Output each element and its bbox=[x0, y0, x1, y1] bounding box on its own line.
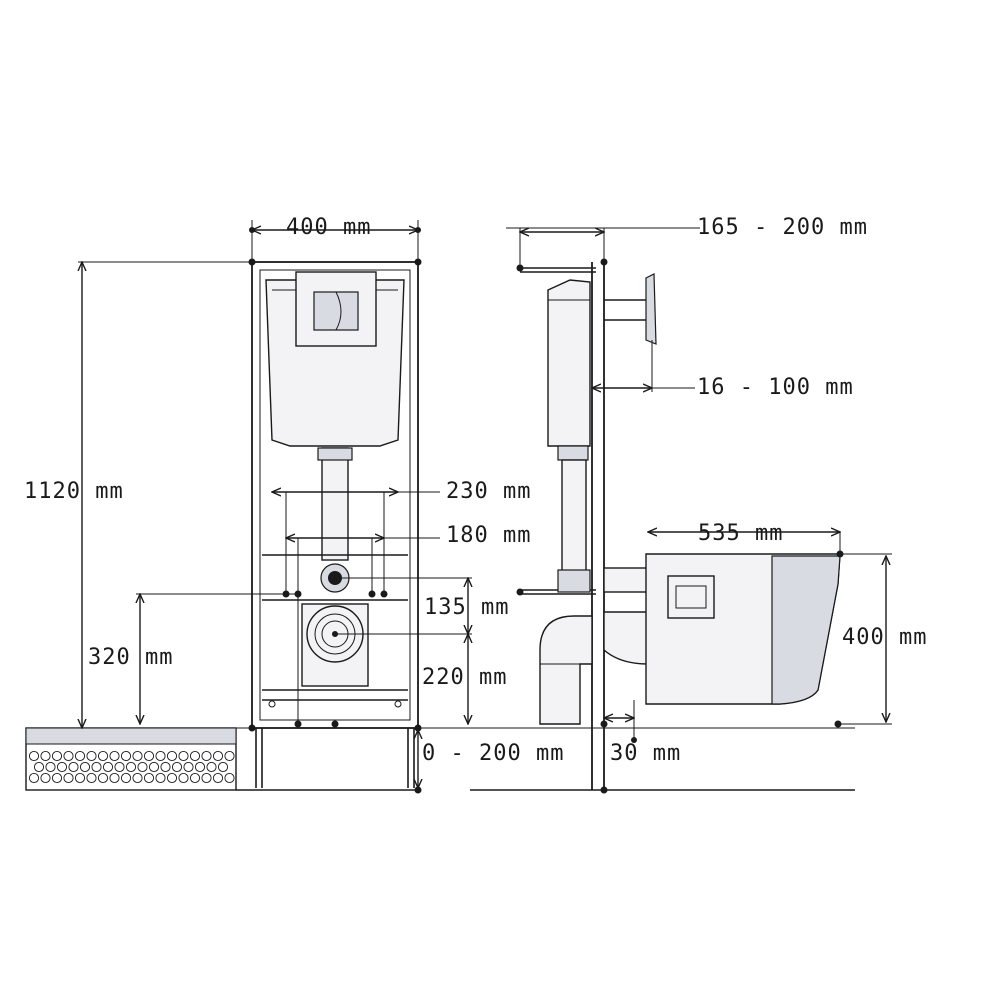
gravel-stone bbox=[224, 772, 235, 784]
floor-gravel-pattern bbox=[28, 750, 235, 784]
gravel-stone bbox=[132, 772, 143, 784]
gravel-stone bbox=[212, 772, 224, 784]
label-inlet-offset: 135 mm bbox=[424, 595, 509, 620]
label-fixing-outer: 230 mm bbox=[446, 479, 531, 504]
gravel-stone bbox=[40, 750, 51, 762]
gravel-stone bbox=[189, 772, 201, 784]
gravel-stone bbox=[63, 772, 74, 784]
gravel-stone bbox=[201, 750, 212, 762]
gravel-stone bbox=[51, 750, 63, 762]
side-frame bbox=[520, 262, 841, 790]
gravel-stone bbox=[143, 772, 155, 784]
gravel-stone bbox=[148, 761, 160, 773]
gravel-stone bbox=[120, 750, 132, 762]
gravel-stone bbox=[166, 750, 178, 762]
dimension-lines bbox=[78, 220, 892, 790]
gravel-stone bbox=[40, 772, 51, 784]
gravel-stone bbox=[120, 772, 132, 784]
gravel-stone bbox=[56, 761, 68, 773]
gravel-stone bbox=[125, 761, 137, 773]
gravel-stone bbox=[137, 761, 148, 773]
gravel-stone bbox=[86, 772, 97, 784]
gravel-stone bbox=[33, 761, 45, 773]
gravel-stone bbox=[178, 772, 189, 784]
label-total-height: 1120 mm bbox=[24, 479, 124, 504]
gravel-stone bbox=[91, 761, 102, 773]
label-fixing-inner: 180 mm bbox=[446, 523, 531, 548]
label-wall-depth: 165 - 200 mm bbox=[697, 215, 868, 240]
gravel-stone bbox=[155, 772, 166, 784]
gravel-stone bbox=[97, 772, 109, 784]
gravel-stone bbox=[212, 750, 224, 762]
gravel-stone bbox=[86, 750, 97, 762]
gravel-stone bbox=[74, 772, 86, 784]
gravel-stone bbox=[79, 761, 91, 773]
front-frame bbox=[251, 261, 419, 788]
gravel-stone bbox=[217, 761, 229, 773]
gravel-stone bbox=[178, 750, 189, 762]
gravel-stone bbox=[102, 761, 114, 773]
gravel-stone bbox=[28, 772, 40, 784]
gravel-stone bbox=[132, 750, 143, 762]
gravel-stone bbox=[28, 750, 40, 762]
gravel-stone bbox=[201, 772, 212, 784]
gravel-stone bbox=[45, 761, 56, 773]
label-frame-width: 400 mm bbox=[286, 215, 371, 240]
gravel-stone bbox=[68, 761, 79, 773]
label-waste-height: 320 mm bbox=[88, 645, 173, 670]
gravel-stone bbox=[160, 761, 171, 773]
gravel-stone bbox=[109, 772, 120, 784]
gravel-stone bbox=[51, 772, 63, 784]
gravel-stone bbox=[114, 761, 125, 773]
label-bowl-projection: 535 mm bbox=[698, 521, 783, 546]
label-bowl-height: 400 mm bbox=[842, 625, 927, 650]
gravel-stone bbox=[183, 761, 194, 773]
gravel-stone bbox=[155, 750, 166, 762]
gravel-stone bbox=[194, 761, 206, 773]
label-floor-adjust: 0 - 200 mm bbox=[422, 741, 564, 766]
gravel-stone bbox=[166, 772, 178, 784]
reference-dots bbox=[248, 227, 844, 794]
gravel-stone bbox=[109, 750, 120, 762]
label-plate-offset: 16 - 100 mm bbox=[697, 375, 854, 400]
gravel-stone bbox=[224, 750, 235, 762]
gravel-stone bbox=[74, 750, 86, 762]
gravel-stone bbox=[143, 750, 155, 762]
gravel-stone bbox=[171, 761, 183, 773]
label-floor-gap: 30 mm bbox=[610, 741, 681, 766]
label-outlet-height: 220 mm bbox=[422, 665, 507, 690]
gravel-stone bbox=[189, 750, 201, 762]
gravel-stone bbox=[97, 750, 109, 762]
gravel-stone bbox=[206, 761, 217, 773]
gravel-stone bbox=[63, 750, 74, 762]
